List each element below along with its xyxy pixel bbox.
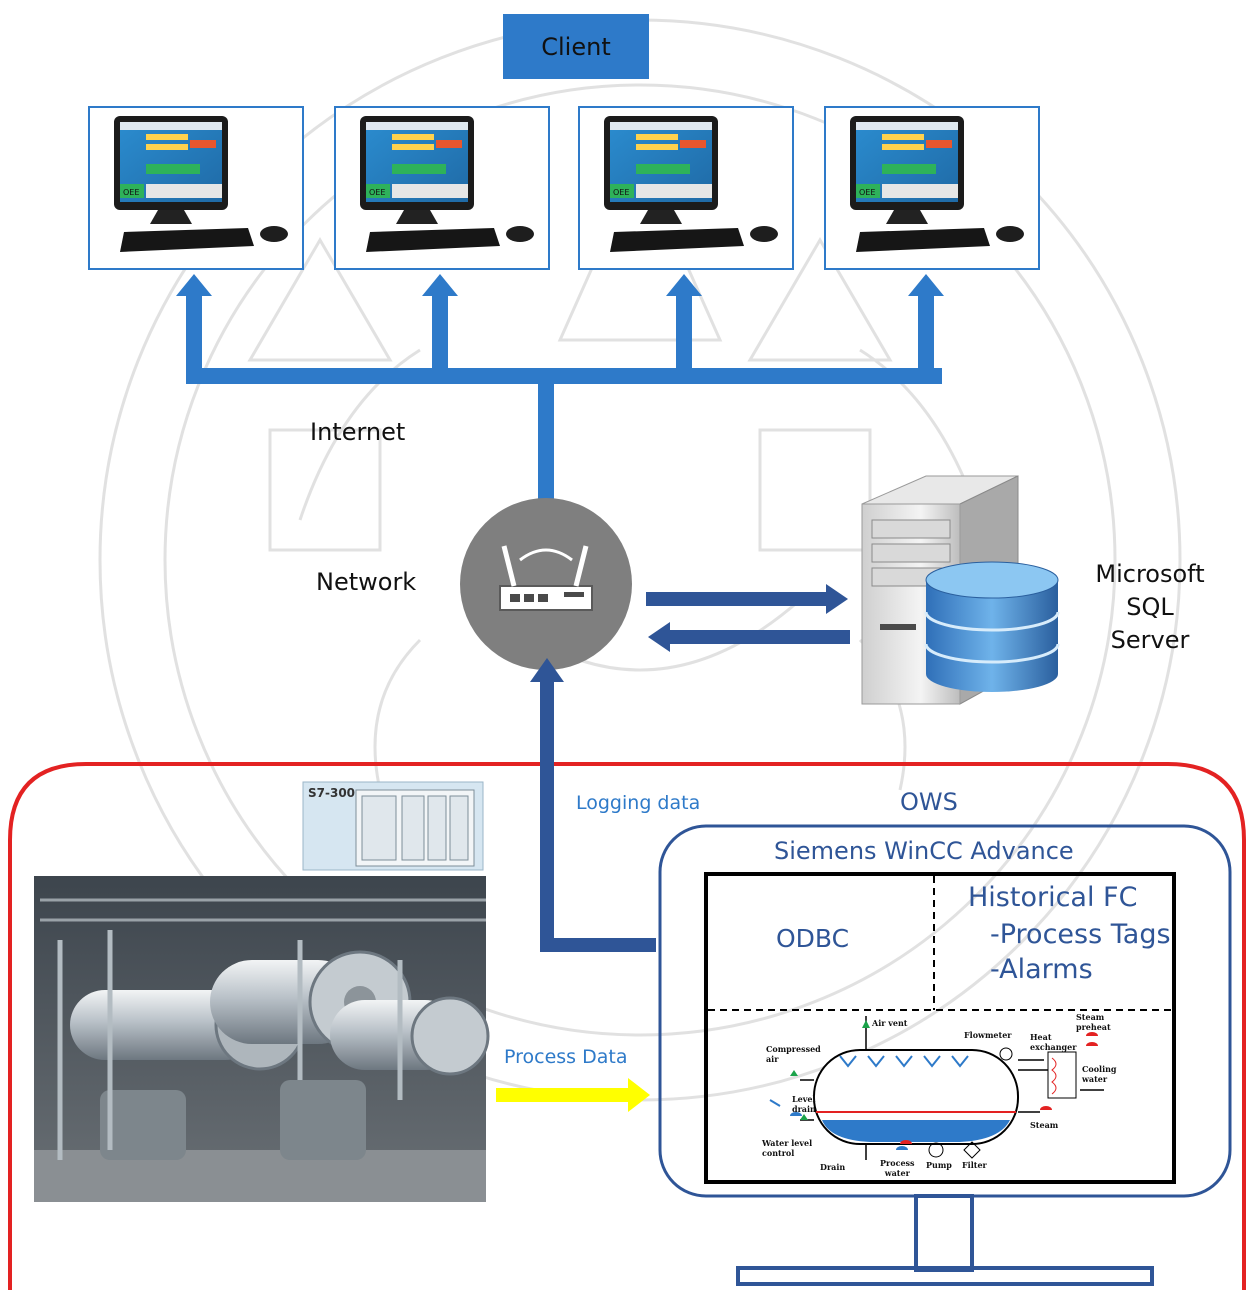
schematic-compressed-air-line-2: air <box>766 1054 779 1064</box>
schematic-drain: Drain <box>820 1162 846 1172</box>
schematic-cooling-water-line-1: Cooling <box>1082 1064 1117 1074</box>
sql-server-label-line-2: SQL <box>1126 593 1174 621</box>
schematic-water-level-control: Water level control <box>762 1138 812 1158</box>
process-data-label: Process Data <box>504 1046 628 1068</box>
schematic-water-level-control-line-2: control <box>762 1148 795 1158</box>
process-data-arrow <box>496 1078 650 1112</box>
wincc-label: Siemens WinCC Advance <box>774 837 1074 865</box>
odbc-label: ODBC <box>776 924 850 953</box>
sql-data-arrows <box>646 584 850 652</box>
schematic-water-level-control-line-1: Water level <box>762 1138 813 1148</box>
schematic-heat-exchanger-line-1: Heat <box>1030 1032 1052 1042</box>
client-computer-4 <box>824 106 1040 270</box>
schematic-pump: Pump <box>926 1160 952 1170</box>
plc-label: S7-300 <box>308 786 356 800</box>
schematic-steam-preheat-line-2: preheat <box>1076 1022 1111 1032</box>
schematic-cooling-water: Cooling water <box>1082 1064 1117 1084</box>
schematic-heat-exchanger: Heat exchanger <box>1030 1032 1076 1052</box>
historical-fc-title: Historical FC <box>968 882 1138 913</box>
schematic-steam: Steam <box>1030 1120 1059 1130</box>
schematic-steam-preheat-line-1: Steam <box>1076 1012 1105 1022</box>
sql-server-label-line-1: Microsoft <box>1095 560 1205 588</box>
client-computer-3 <box>578 106 794 270</box>
hmi-monitor-frame <box>658 824 1232 1286</box>
historical-fc-block: Historical FC -Process Tags -Alarms <box>968 882 1171 985</box>
schematic-steam-preheat: Steam preheat <box>1076 1012 1111 1032</box>
ows-zone-border <box>8 762 1246 1290</box>
sql-server-label-line-3: Server <box>1110 626 1190 654</box>
schematic-process-water: Process water <box>880 1158 915 1178</box>
historical-item-process-tags: -Process Tags <box>990 919 1171 950</box>
client-label-text: Client <box>541 32 611 61</box>
schematic-process-water-line-1: Process <box>880 1158 915 1168</box>
historical-item-alarms: -Alarms <box>990 954 1093 985</box>
schematic-cooling-water-line-2: water <box>1082 1074 1108 1084</box>
schematic-air-vent: Air vent <box>872 1018 908 1028</box>
schematic-level-drain: Level drain <box>792 1094 816 1114</box>
router-icon <box>460 498 632 670</box>
network-label: Network <box>316 568 417 596</box>
logging-data-arrow <box>530 658 656 952</box>
schematic-level-drain-line-1: Level <box>792 1094 816 1104</box>
schematic-compressed-air-line-1: Compressed <box>766 1044 821 1054</box>
internet-label: Internet <box>310 418 406 446</box>
sql-server-icon <box>861 475 1060 705</box>
schematic-filter: Filter <box>962 1160 987 1170</box>
client-label: Client <box>503 14 649 79</box>
client-computer-2 <box>334 106 550 270</box>
schematic-heat-exchanger-line-2: exchanger <box>1030 1042 1077 1052</box>
sql-server-label: Microsoft SQL Server <box>1080 558 1220 657</box>
retort-factory-photo <box>34 876 490 1202</box>
logging-data-label: Logging data <box>576 792 701 814</box>
schematic-flowmeter: Flowmeter <box>964 1030 1012 1040</box>
schematic-process-water-line-2: water <box>884 1168 910 1178</box>
internet-connector <box>176 274 944 500</box>
plc-s7-300-image <box>302 781 484 871</box>
retort-schematic <box>769 1016 1104 1160</box>
client-computer-1 <box>88 106 304 270</box>
schematic-compressed-air: Compressed air <box>766 1044 821 1064</box>
ows-label: OWS <box>900 788 958 816</box>
schematic-level-drain-line-2: drain <box>792 1104 816 1114</box>
